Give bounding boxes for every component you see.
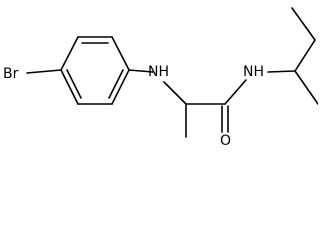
bond-ethyl-terminal [291,7,316,41]
atom-br-label: Br [3,66,19,82]
ring-bond-upper-left [60,36,79,71]
ring-bond-lower-left [60,69,79,105]
ring-bond-lower-right [111,69,130,105]
bond-sec-methyl [294,70,318,105]
ring-bond-upper-right [111,36,130,71]
bond-ring-nh [128,69,154,73]
bond-nh-alpha-carbon [163,81,187,105]
ring-double-lower-right [108,69,124,99]
bond-ring-br [26,69,62,74]
bond-carbonyl-nh [224,79,247,105]
atom-amide-nh-label: NH [243,64,264,80]
structure-diagram: Br NH NH O [3,7,318,149]
ring-double-lower-left [66,69,82,99]
benzene-ring [60,36,130,105]
bond-nh-sec-carbon [267,70,296,73]
atom-amine-nh-label: NH [148,64,169,80]
atom-oxygen-label: O [220,133,231,149]
bond-sec-ethyl [294,39,316,72]
